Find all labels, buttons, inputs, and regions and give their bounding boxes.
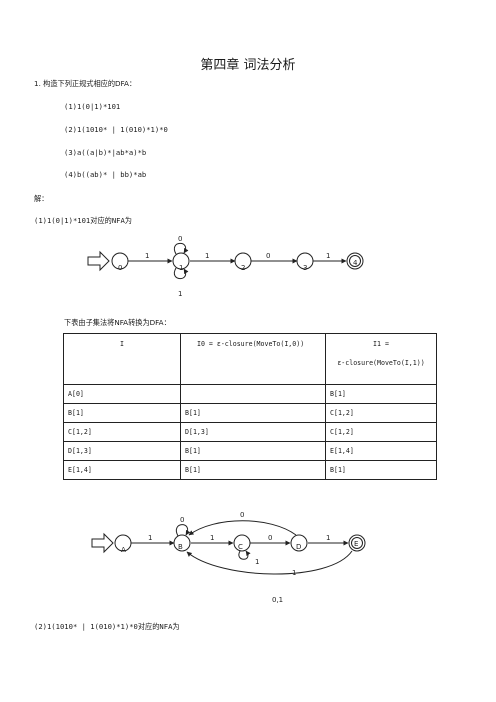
nfa1-label-0-1: 1 [145, 252, 149, 260]
dfa1-label-bottom: 0,1 [272, 596, 283, 604]
dfa1-state-a: A [114, 534, 132, 554]
part2-heading: (2)1(1010* | 1(010)*1)*0对应的NFA为 [34, 622, 180, 631]
dfa1-diagram: A B C D E 1 0 0 1 0 1 1 1 0,1 [91, 511, 366, 604]
table-cell: E[1,4] [325, 441, 437, 461]
dfa1-label-b-loop: 0 [180, 516, 184, 524]
table-cell: B[1] [325, 384, 437, 404]
dfa1-label-a-b: 1 [148, 534, 152, 542]
nfa1-label-1-2: 1 [205, 252, 209, 260]
table-cell: B[1] [325, 460, 437, 480]
table-cell: D[1,3] [63, 441, 181, 461]
nfa1-loop-top [173, 242, 189, 255]
dfa1-state-b: B [173, 534, 191, 552]
nfa1-loop-bottom-label: 1 [178, 290, 182, 298]
table-cell: C[1,2] [325, 422, 437, 442]
table-row: B[1] B[1] C[1,2] [63, 403, 437, 423]
dfa1-label-d-e: 1 [326, 534, 330, 542]
nfa1-loop-bottom [173, 267, 189, 280]
svg-text:4: 4 [353, 259, 358, 267]
dfa1-label-c-loop: 1 [255, 558, 259, 566]
dfa1-state-c: C [233, 534, 251, 552]
dfa1-state-d: D [290, 534, 308, 552]
svg-text:2: 2 [241, 264, 245, 272]
svg-text:A: A [121, 546, 126, 554]
table-cell: B[1] [180, 441, 326, 461]
start-arrow-icon [91, 532, 114, 554]
dfa1-label-b-c: 1 [210, 534, 214, 542]
solution-label: 解： [34, 194, 49, 203]
svg-text:1: 1 [179, 264, 183, 272]
table-cell: D[1,3] [180, 422, 326, 442]
table-cell: E[1,4] [63, 460, 181, 480]
dfa1-edge-e-b [186, 550, 353, 575]
dfa1-state-e-accepting: E [348, 534, 366, 552]
nfa1-label-2-3: 0 [266, 252, 270, 260]
question-item-3: (3)a((a|b)*|ab*a)*b [64, 148, 147, 157]
dfa1-loop-c [238, 550, 251, 560]
dfa1-loop-b [175, 524, 191, 537]
svg-text:0: 0 [118, 264, 122, 272]
dfa1-label-c-d: 0 [268, 534, 272, 542]
nfa1-label-3-4: 1 [326, 252, 330, 260]
table-cell: B[1] [180, 460, 326, 480]
question-item-2: (2)1(1010* | 1(010)*1)*0 [64, 125, 168, 134]
question-item-1: (1)1(0|1)*101 [64, 102, 121, 111]
svg-text:E: E [354, 540, 358, 548]
start-arrow-icon [87, 250, 110, 272]
table-row: E[1,4] B[1] B[1] [63, 460, 437, 480]
chapter-title: 第四章 词法分析 [200, 58, 296, 73]
subset-construction-table: I I0 = ε-closure(MoveTo(I,0)) I1 = ε-clo… [63, 333, 437, 480]
svg-text:D: D [296, 543, 301, 551]
header-i1: I1 = ε-closure(MoveTo(I,1)) [325, 333, 437, 385]
header-i: I [63, 333, 181, 385]
question-intro: 1. 构造下列正规式相应的DFA： [34, 79, 137, 88]
table-cell: C[1,2] [325, 403, 437, 423]
table-intro: 下表由子集法将NFA转换为DFA： [64, 318, 171, 327]
dfa1-edge-d-b [188, 520, 297, 536]
header-i0: I0 = ε-closure(MoveTo(I,0)) [180, 333, 326, 385]
question-item-4: (4)b((ab)* | bb)*ab [64, 170, 147, 179]
table-cell: B[1] [63, 403, 181, 423]
table-cell: A[0] [63, 384, 181, 404]
table-cell [180, 384, 326, 404]
table-cell: B[1] [180, 403, 326, 423]
nfa1-state-2: 2 [234, 252, 252, 272]
part1-heading: (1)1(0|1)*101对应的NFA为 [34, 216, 132, 225]
nfa1-state-0: 0 [111, 252, 129, 272]
svg-text:3: 3 [303, 264, 307, 272]
svg-text:B: B [178, 543, 183, 551]
table-row: C[1,2] D[1,3] C[1,2] [63, 422, 437, 442]
dfa1-label-e-b: 1 [292, 569, 296, 577]
nfa1-state-1: 1 [172, 252, 190, 272]
nfa1-state-4-accepting: 4 [346, 252, 364, 270]
nfa1-loop-top-label: 0 [178, 235, 182, 243]
nfa1-state-3: 3 [296, 252, 314, 272]
nfa1-diagram: 0 1 2 3 4 1 1 0 1 0 1 [87, 235, 364, 298]
table-row: D[1,3] B[1] E[1,4] [63, 441, 437, 461]
table-cell: C[1,2] [63, 422, 181, 442]
dfa1-label-d-b: 0 [240, 511, 244, 519]
table-row: A[0] B[1] [63, 384, 437, 404]
table-header-row: I I0 = ε-closure(MoveTo(I,0)) I1 = ε-clo… [63, 333, 437, 385]
svg-text:C: C [238, 543, 243, 551]
